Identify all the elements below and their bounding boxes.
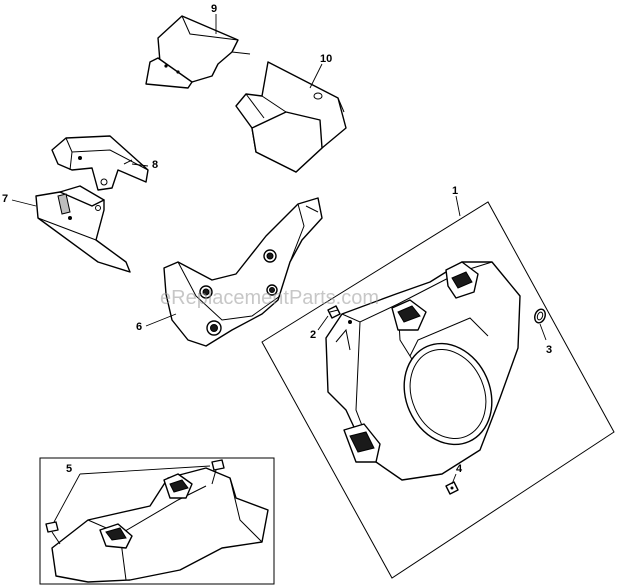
callout-8: 8 bbox=[152, 159, 158, 171]
callout-6: 6 bbox=[136, 321, 142, 333]
part-10-shroud[interactable] bbox=[235, 61, 347, 173]
part-4-nut[interactable] bbox=[445, 481, 459, 495]
callout-2: 2 bbox=[310, 329, 316, 341]
part-9-shroud[interactable] bbox=[145, 15, 251, 89]
part-6-baffle[interactable] bbox=[163, 197, 323, 347]
callout-5: 5 bbox=[66, 463, 72, 475]
part-2-fastener[interactable] bbox=[327, 305, 341, 319]
inset-detail-box bbox=[39, 457, 275, 585]
assembly-1-frame bbox=[261, 201, 615, 579]
callout-10: 10 bbox=[320, 53, 332, 65]
watermark: eReplacementParts.com bbox=[160, 287, 379, 309]
callout-labels: 9 10 8 7 6 1 2 3 4 5 bbox=[2, 3, 552, 475]
callout-9: 9 bbox=[211, 3, 217, 15]
callout-4: 4 bbox=[456, 463, 463, 475]
callout-7: 7 bbox=[2, 193, 8, 205]
part-8-shroud[interactable] bbox=[51, 135, 149, 191]
callout-3: 3 bbox=[546, 344, 552, 356]
part-7-shroud[interactable] bbox=[35, 185, 131, 273]
leader-lines bbox=[11, 14, 547, 523]
callout-1: 1 bbox=[452, 185, 458, 197]
part-3-grommet[interactable] bbox=[533, 308, 547, 325]
part-1-blower-housing[interactable] bbox=[325, 261, 521, 481]
part-5-screws[interactable] bbox=[45, 459, 225, 545]
